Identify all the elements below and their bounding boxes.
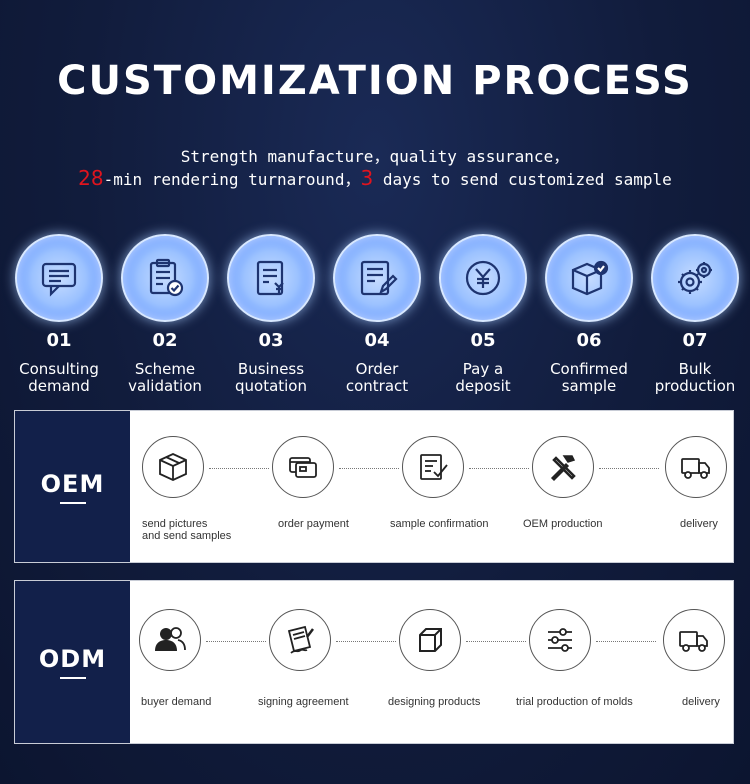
oem-ring — [402, 436, 464, 498]
connector — [599, 468, 659, 469]
yen-coin-icon — [465, 260, 501, 296]
odm-item-3 — [399, 609, 461, 671]
sign-document-icon — [287, 625, 314, 654]
oem-ring — [272, 436, 334, 498]
odm-panel: ODM buyer demand signing agreement desig… — [14, 580, 734, 744]
step-number: 07 — [682, 330, 708, 351]
odm-ring — [269, 609, 331, 671]
oem-item-4 — [532, 436, 594, 498]
truck-icon — [679, 631, 708, 652]
highlight-minutes: 28 — [78, 166, 104, 190]
oem-item-3 — [402, 436, 464, 498]
oem-caption-3: sample confirmation — [390, 518, 489, 530]
oem-side-label: OEM — [15, 411, 130, 562]
tools-icon — [550, 455, 576, 482]
users-icon — [155, 627, 186, 651]
step-circle — [545, 234, 633, 322]
chat-icon — [41, 262, 77, 297]
subtitle-text-2: days to send customized sample — [373, 170, 672, 189]
box-check-icon — [571, 260, 609, 296]
odm-caption-5: delivery — [682, 696, 720, 708]
contract-pen-icon — [360, 260, 398, 296]
odm-item-2 — [269, 609, 331, 671]
connector — [596, 641, 656, 642]
page-title: CUSTOMIZATION PROCESS — [57, 58, 693, 104]
oem-caption-2: order payment — [278, 518, 349, 530]
odm-ring — [399, 609, 461, 671]
subtitle-line-2: 28-min rendering turnaround，3 days to se… — [0, 166, 750, 190]
odm-ring — [139, 609, 201, 671]
cube-icon — [419, 628, 442, 652]
subtitle-line-1: Strength manufacture，quality assurance， — [180, 147, 570, 166]
oem-caption-4: OEM production — [523, 518, 603, 530]
odm-caption-2: signing agreement — [258, 696, 349, 708]
step-circle — [227, 234, 315, 322]
connector — [339, 468, 399, 469]
step-circle — [121, 234, 209, 322]
step-circle — [439, 234, 527, 322]
connector — [209, 468, 269, 469]
oem-tag: OEM — [40, 469, 105, 498]
tag-underline — [59, 677, 86, 679]
connector — [206, 641, 266, 642]
oem-ring — [665, 436, 727, 498]
odm-ring — [529, 609, 591, 671]
oem-item-5 — [665, 436, 727, 498]
oem-ring — [142, 436, 204, 498]
gears-icon — [678, 262, 712, 294]
step-number: 01 — [46, 330, 72, 351]
odm-caption-1: buyer demand — [141, 696, 212, 708]
odm-caption-4: trial production of molds — [516, 696, 633, 708]
step-number: 04 — [364, 330, 390, 351]
highlight-days: 3 — [360, 166, 374, 190]
quote-yen-icon — [256, 260, 284, 296]
step-circle — [15, 234, 103, 322]
step-number: 03 — [258, 330, 284, 351]
odm-tag: ODM — [38, 645, 107, 673]
odm-ring — [663, 609, 725, 671]
step-number: 02 — [152, 330, 178, 351]
connector — [469, 468, 529, 469]
sliders-icon — [548, 628, 572, 652]
oem-item-2 — [272, 436, 334, 498]
odm-item-4 — [529, 609, 591, 671]
odm-item-5 — [663, 609, 725, 671]
clipboard-check-icon — [149, 258, 184, 297]
odm-item-1 — [139, 609, 201, 671]
step-circle — [333, 234, 421, 322]
step-number: 05 — [470, 330, 496, 351]
step-circle — [651, 234, 739, 322]
tag-underline — [59, 501, 86, 504]
subtitle-text-1: -min rendering turnaround， — [103, 170, 361, 189]
oem-ring — [532, 436, 594, 498]
package-icon — [159, 453, 187, 481]
connector — [336, 641, 396, 642]
checklist-icon — [420, 454, 448, 480]
step-number: 06 — [576, 330, 602, 351]
oem-caption-5: delivery — [680, 518, 718, 530]
odm-side-label: ODM — [15, 581, 130, 743]
connector — [466, 641, 526, 642]
truck-icon — [681, 458, 710, 479]
odm-caption-3: designing products — [388, 696, 481, 708]
card-payment-icon — [289, 457, 317, 478]
oem-item-1 — [142, 436, 204, 498]
